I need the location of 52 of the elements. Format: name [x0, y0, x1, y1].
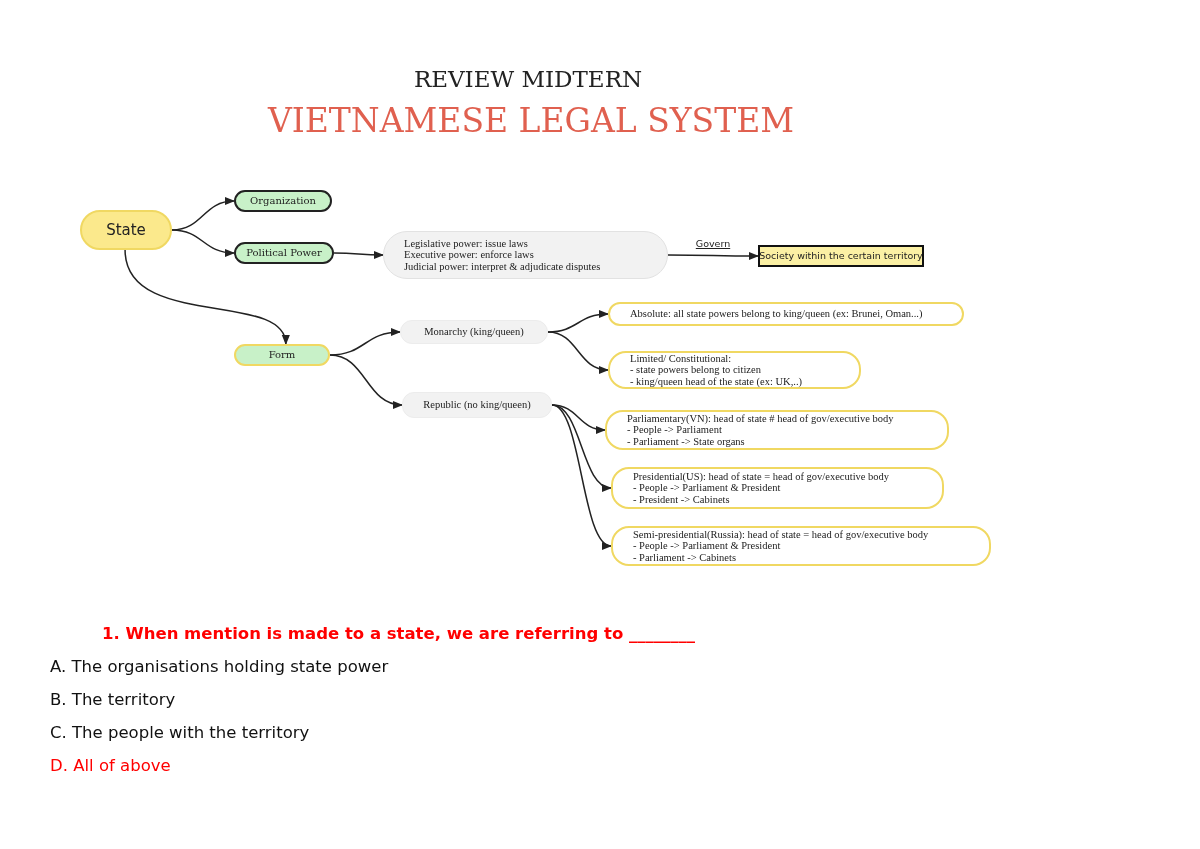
node-text: Parliamentary(VN): head of state # head of gov/executive body: [627, 413, 894, 425]
node-text: - Parliament -> Cabinets: [633, 551, 737, 563]
arrow: [124, 249, 288, 345]
arrow: [551, 404, 612, 547]
node-text: - People -> Parliament & President: [633, 540, 781, 552]
node-text: - king/queen head of the state (ex: UK,..): [630, 375, 803, 387]
arrow: [667, 251, 760, 261]
node-text: Society within the certain territory: [759, 250, 923, 262]
node-text: Republic (no king/queen): [423, 399, 531, 411]
answer-option: D. All of above: [50, 756, 171, 775]
subtitle: VIETNAMESE LEGAL SYSTEM: [266, 101, 796, 140]
answer-option: A. The organisations holding state power: [50, 657, 389, 676]
topic-node: [234, 190, 332, 212]
edge-label: Govern: [693, 238, 733, 249]
node-text: Limited/ Constitutional:: [630, 353, 732, 365]
topic-node: [383, 231, 668, 279]
question-text: 1. When mention is made to a state, we are referring to ________: [102, 624, 695, 643]
node-text: - President -> Cabinets: [633, 493, 730, 505]
answer-option: C. The people with the territory: [50, 723, 310, 742]
node-text: Organization: [250, 195, 316, 207]
node-text: Judicial power: interpret & adjudicate disputes: [404, 260, 601, 272]
topic-node: [608, 302, 964, 326]
node-text: - People -> Parliament: [627, 424, 722, 436]
topic-node: [611, 526, 991, 566]
topic-node: [402, 392, 552, 418]
node-text: - People -> Parliament & President: [633, 482, 781, 494]
node-text: Monarchy (king/queen): [424, 326, 524, 338]
topic-node: [80, 210, 172, 250]
node-text: Political Power: [246, 247, 322, 259]
node-text: Absolute: all state powers belong to king/queen (ex: Brunei, Oman...): [630, 308, 923, 320]
node-text: Form: [268, 349, 296, 361]
arrow: [551, 404, 607, 434]
arrow: [329, 354, 404, 409]
node-text: - state powers belong to citizen: [630, 364, 761, 376]
node-text: Legislative power: issue laws: [404, 238, 528, 250]
node-text: Presidential(US): head of state = head of gov/executive body: [633, 471, 890, 483]
title: REVIEW MIDTERN: [412, 66, 644, 92]
node-text: - Parliament -> State organs: [627, 435, 745, 447]
topic-node: [234, 242, 334, 264]
arrow: [171, 229, 236, 257]
topic-node: [608, 351, 861, 389]
topic-node: [611, 467, 944, 509]
node-text: Semi-presidential(Russia): head of state = head of gov/executive body: [633, 529, 929, 541]
node-text: Executive power: enforce laws: [404, 249, 534, 261]
arrow: [547, 331, 610, 374]
arrow: [333, 250, 385, 260]
topic-node: [605, 410, 949, 450]
topic-node: [234, 344, 330, 366]
highlight-box: [758, 245, 924, 267]
topic-node: [400, 320, 548, 344]
node-text: State: [106, 221, 146, 239]
answer-option: B. The territory: [50, 690, 176, 709]
